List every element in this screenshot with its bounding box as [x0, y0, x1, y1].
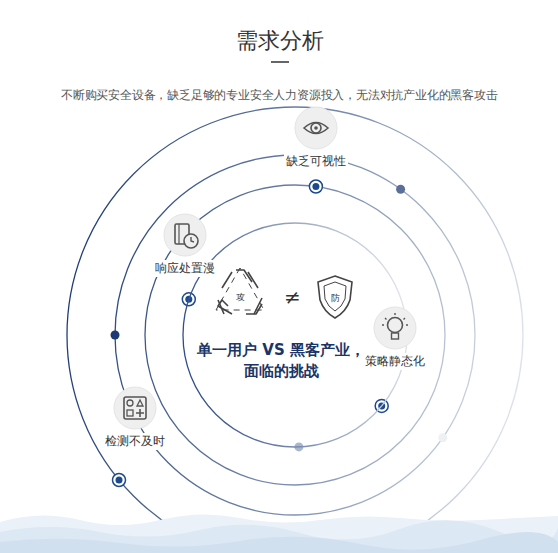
node-label: 检测不及时 [103, 433, 167, 450]
icon-circle [294, 106, 338, 150]
title-dash [271, 61, 289, 63]
ring-dot [396, 185, 405, 194]
rings [67, 107, 523, 553]
icon-circle [163, 213, 207, 257]
icon-circle [373, 306, 417, 350]
subtitle: 不断购买安全设备，缺乏足够的专业安全人力资源投入，无法对抗产业化的黑客攻击 [61, 88, 498, 102]
node-label: 缺乏可视性 [284, 153, 348, 170]
icon-node: 策略静态化 [350, 306, 440, 370]
icon-node: 缺乏可视性 [271, 106, 361, 170]
shield-icon [318, 276, 352, 318]
wave [0, 514, 558, 553]
ring [115, 155, 475, 515]
node-label: 策略静态化 [363, 353, 427, 370]
wave [0, 520, 558, 553]
ring [145, 185, 445, 485]
inner-ring [183, 223, 407, 447]
ring [67, 107, 523, 553]
ring-dot [438, 433, 447, 442]
marker-core [116, 477, 123, 484]
not-equal-sign: ≠ [284, 285, 301, 309]
marker-core [312, 183, 319, 190]
page-title: 需求分析 [236, 26, 324, 56]
ring-dot [111, 331, 120, 340]
icon-circle [113, 386, 157, 430]
marker-ring [113, 474, 126, 487]
attack-icon [216, 268, 264, 314]
icon-node: 检测不及时 [90, 386, 180, 450]
wave [0, 532, 558, 553]
icon-char: 防 [331, 293, 340, 304]
node-label: 响应处置漫 [153, 260, 217, 277]
icon-node: 响应处置漫 [140, 213, 230, 277]
marker-ring [309, 180, 322, 193]
center-text: 单一用户 VS 黑客产业， 面临的挑战 [189, 340, 373, 382]
icon-char: 攻 [236, 292, 245, 303]
